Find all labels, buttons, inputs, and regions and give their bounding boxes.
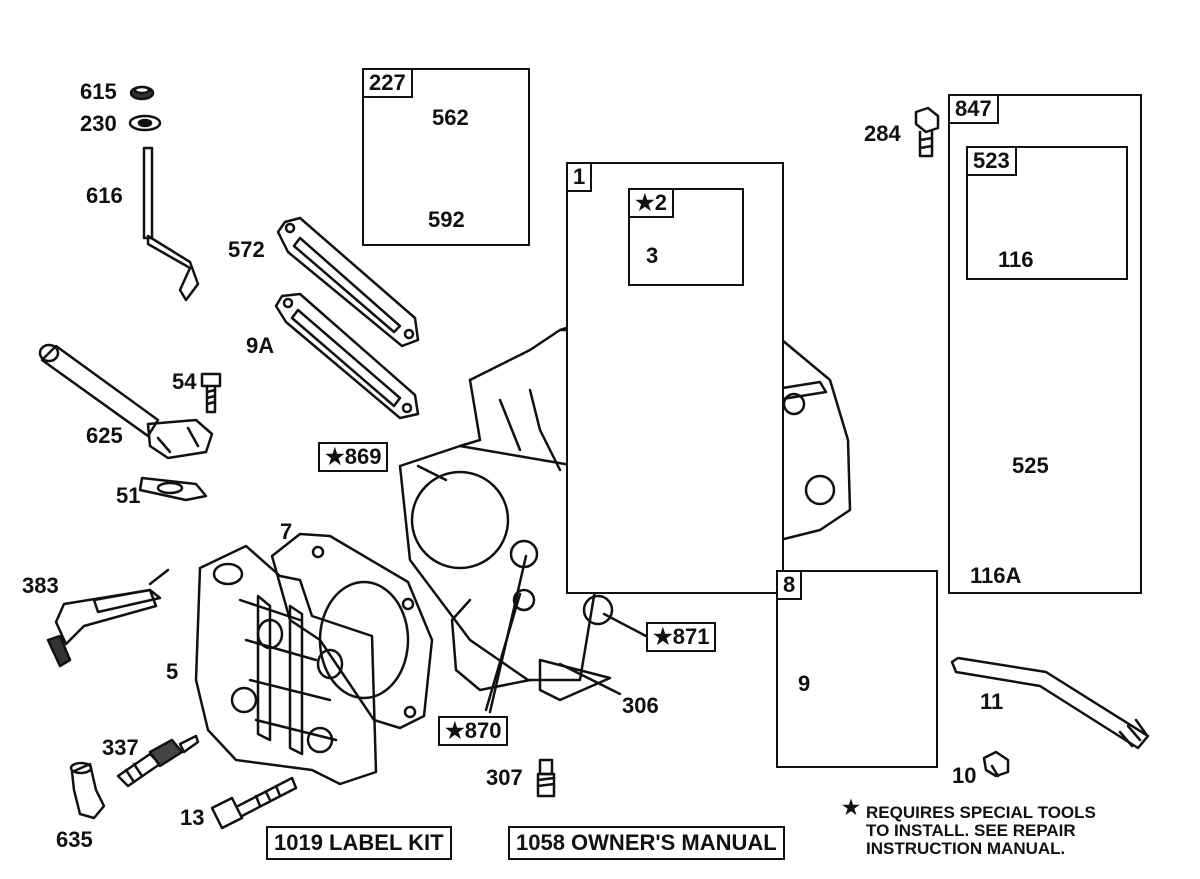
part-tag-870: ★870 <box>438 716 509 746</box>
part-label-11: 11 <box>980 689 1004 714</box>
governor-shaft-icon <box>142 146 200 302</box>
part-label-230: 230 <box>80 111 117 136</box>
gasket-icon <box>276 216 420 348</box>
part-tag-227: 227 <box>362 68 413 98</box>
head-gasket-icon <box>270 532 434 730</box>
breather-group-box <box>776 570 938 768</box>
part-label-306: 306 <box>622 693 659 718</box>
breather-bolt-icon <box>914 106 940 158</box>
note-line-3: INSTRUCTION MANUAL. <box>866 839 1066 858</box>
part-label-616: 616 <box>86 183 123 208</box>
part-label-5: 5 <box>166 659 179 684</box>
hose-screw-icon <box>982 750 1010 778</box>
lock-nut-icon <box>129 85 155 101</box>
part-tag-847: 847 <box>948 94 999 124</box>
part-tag-8: 8 <box>776 570 803 600</box>
part-label-7: 7 <box>280 519 293 544</box>
part-tag-871: ★871 <box>646 622 717 652</box>
part-label-13: 13 <box>180 805 205 830</box>
part-label-116: 116 <box>998 247 1034 272</box>
governor-kit-box <box>362 68 530 246</box>
screw-icon <box>536 758 556 798</box>
part-label-9a: 9A <box>246 333 275 358</box>
part-label-116a: 116A <box>970 563 1022 588</box>
spark-plug-icon <box>116 734 200 788</box>
part-label-9: 9 <box>798 671 811 696</box>
cylinder-head-icon <box>194 544 378 786</box>
part-label-3: 3 <box>646 243 659 268</box>
note-line-1: REQUIRES SPECIAL TOOLS <box>866 803 1096 822</box>
head-bolt-icon <box>210 776 298 830</box>
part-label-337: 337 <box>102 735 139 760</box>
part-label-525: 525 <box>1012 453 1049 478</box>
breather-gasket-icon <box>138 476 208 502</box>
owners-manual-box: 1058 OWNER'S MANUAL <box>508 826 785 860</box>
label-kit-box: 1019 LABEL KIT <box>266 826 452 860</box>
part-label-51: 51 <box>116 483 141 508</box>
part-label-10: 10 <box>952 763 977 788</box>
part-label-615: 615 <box>80 79 117 104</box>
part-label-383: 383 <box>22 573 59 598</box>
air-guide-icon <box>46 568 170 668</box>
part-tag-2: ★2 <box>628 188 674 218</box>
part-label-307: 307 <box>486 765 523 790</box>
part-label-572: 572 <box>228 237 265 262</box>
gasket-9a-icon <box>274 292 420 420</box>
part-label-625: 625 <box>86 423 123 448</box>
part-label-562: 562 <box>432 105 469 130</box>
part-label-284: 284 <box>864 121 901 146</box>
breather-hose-icon <box>950 656 1150 750</box>
breather-tube-icon <box>38 343 214 460</box>
washer-icon <box>128 114 162 132</box>
part-tag-1: 1 <box>566 162 593 192</box>
part-tag-523: 523 <box>966 146 1017 176</box>
note-star-icon: ★ <box>842 797 860 819</box>
part-label-592: 592 <box>428 207 465 232</box>
part-label-54: 54 <box>172 369 197 394</box>
part-label-635: 635 <box>56 827 93 852</box>
part-tag-869: ★869 <box>318 442 389 472</box>
plug-boot-icon <box>69 761 106 820</box>
bolt-icon <box>200 372 222 414</box>
note-line-2: TO INSTALL. SEE REPAIR <box>866 821 1076 840</box>
